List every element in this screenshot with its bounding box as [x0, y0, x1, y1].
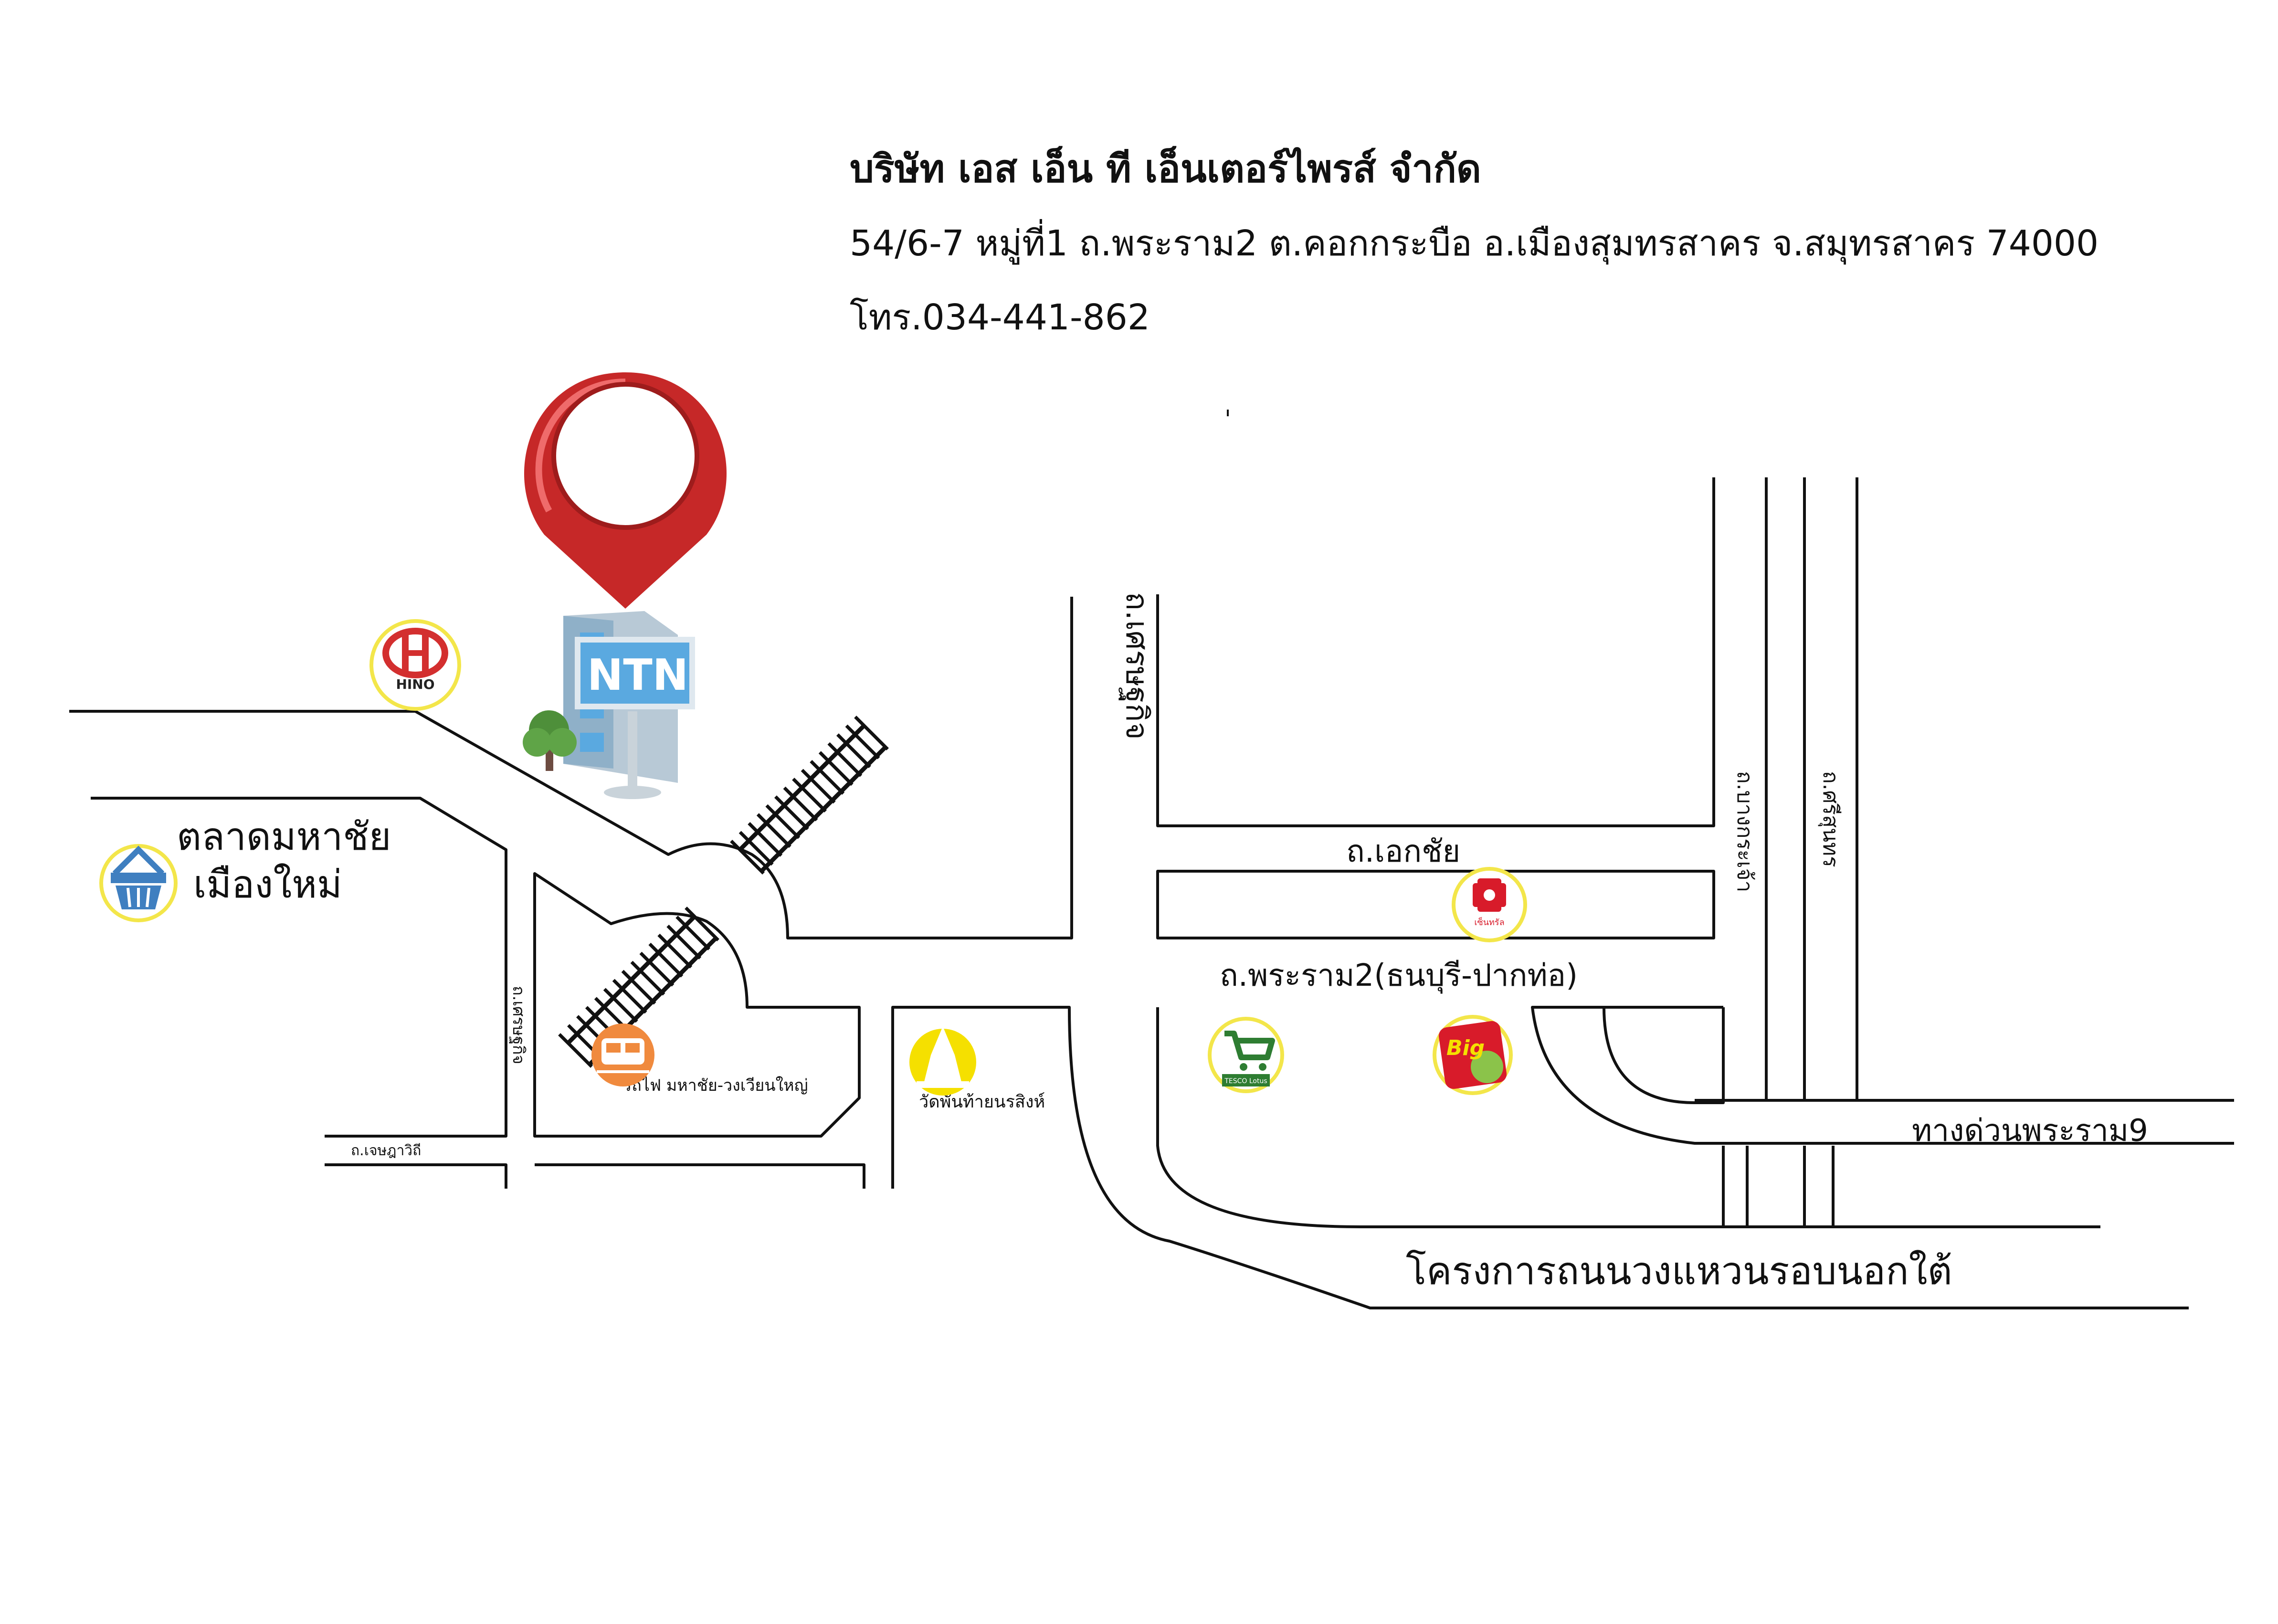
railway-tie: [657, 933, 693, 969]
railway-tie: [845, 724, 880, 759]
label-outer-ring-road: โครงการถนนวงแหวนรอบนอกใต้: [1406, 1249, 1952, 1293]
railway-tie: [792, 778, 827, 812]
label-expressway-rama9: ทางด่วนพระราม9: [1912, 1113, 2148, 1149]
label-road-setthakit-left: ถ.เศรษฐกิจ: [509, 986, 528, 1065]
label-train-station: รถไฟ มหาชัย-วงเวียนใหญ่: [623, 1076, 808, 1095]
railway-tie: [730, 840, 765, 875]
building-icon: NTN: [563, 611, 695, 799]
railway-tie: [774, 795, 809, 831]
label-road-chetsadawithi: ถ.เจษฎาวิถี: [351, 1142, 421, 1159]
central-logo-icon: เซ็นทรัล: [1452, 867, 1527, 942]
train-icon: [591, 1023, 654, 1086]
railway-tie: [666, 924, 702, 960]
label-market-line1: ตลาดมหาชัย: [177, 814, 391, 859]
railway-tie: [630, 960, 665, 996]
railway-tie: [639, 951, 675, 987]
railway-south: [558, 907, 719, 1068]
label-market-line2: เมืองใหม่: [193, 862, 342, 907]
railway-tie: [738, 831, 774, 866]
railway-tie: [558, 1033, 593, 1068]
railway-tie: [648, 942, 684, 978]
company-sign-text: NTN: [587, 650, 688, 700]
railway-tie: [783, 786, 818, 822]
railway-tie: [612, 979, 647, 1014]
railway-tie: [818, 751, 854, 786]
central-logo-text: เซ็นทรัล: [1474, 917, 1504, 928]
hino-logo-icon: HINO: [369, 619, 461, 711]
label-road-vertical-a: ถ.บางกระเจ้า: [1732, 771, 1757, 892]
road-network: [69, 410, 2234, 1309]
tree-icon: [523, 710, 577, 771]
shopping-basket-icon: [99, 844, 178, 922]
railway-tie: [854, 716, 889, 750]
railway-tie: [603, 988, 638, 1023]
tesco-cart-icon: TESCO Lotus: [1208, 1017, 1284, 1093]
temple-icon: [909, 1026, 976, 1096]
label-road-setthakit-main: ถ.เศรษฐกิจ: [1118, 592, 1154, 740]
label-road-rama2: ถ.พระราม2(ธนบุรี-ปากท่อ): [1220, 958, 1578, 994]
railway-tie: [801, 769, 836, 804]
railway-tie: [810, 759, 845, 795]
railway-tie: [675, 916, 711, 950]
railway-tie: [765, 804, 801, 839]
railway-tie: [827, 742, 863, 777]
railway-north: [730, 716, 889, 875]
tesco-logo-text: TESCO Lotus: [1224, 1077, 1267, 1085]
railway-tie: [685, 907, 719, 941]
label-temple: วัดพันท้ายนรสิงห์: [919, 1092, 1045, 1112]
company-address: 54/6-7 หมู่ที่1 ถ.พระราม2 ต.คอกกระบือ อ.…: [850, 223, 2099, 264]
railway-tie: [756, 813, 791, 848]
railway-tie: [621, 970, 656, 1005]
railway-tie: [836, 733, 871, 769]
big-c-logo-icon: Big: [1433, 1015, 1513, 1095]
railway-tie: [748, 822, 783, 857]
label-road-ekachai: ถ.เอกชัย: [1346, 834, 1460, 869]
hino-logo-text: HINO: [396, 676, 434, 692]
big-c-logo-text: Big: [1446, 1036, 1485, 1060]
company-name: บริษัท เอส เอ็น ที เอ็นเตอร์ไพรส์ จำกัด: [850, 147, 1481, 191]
company-phone: โทร.034-441-862: [850, 297, 1150, 338]
map-pin-icon: [524, 372, 727, 609]
label-road-vertical-b: ถ.ศรีสุนทร: [1818, 771, 1843, 867]
